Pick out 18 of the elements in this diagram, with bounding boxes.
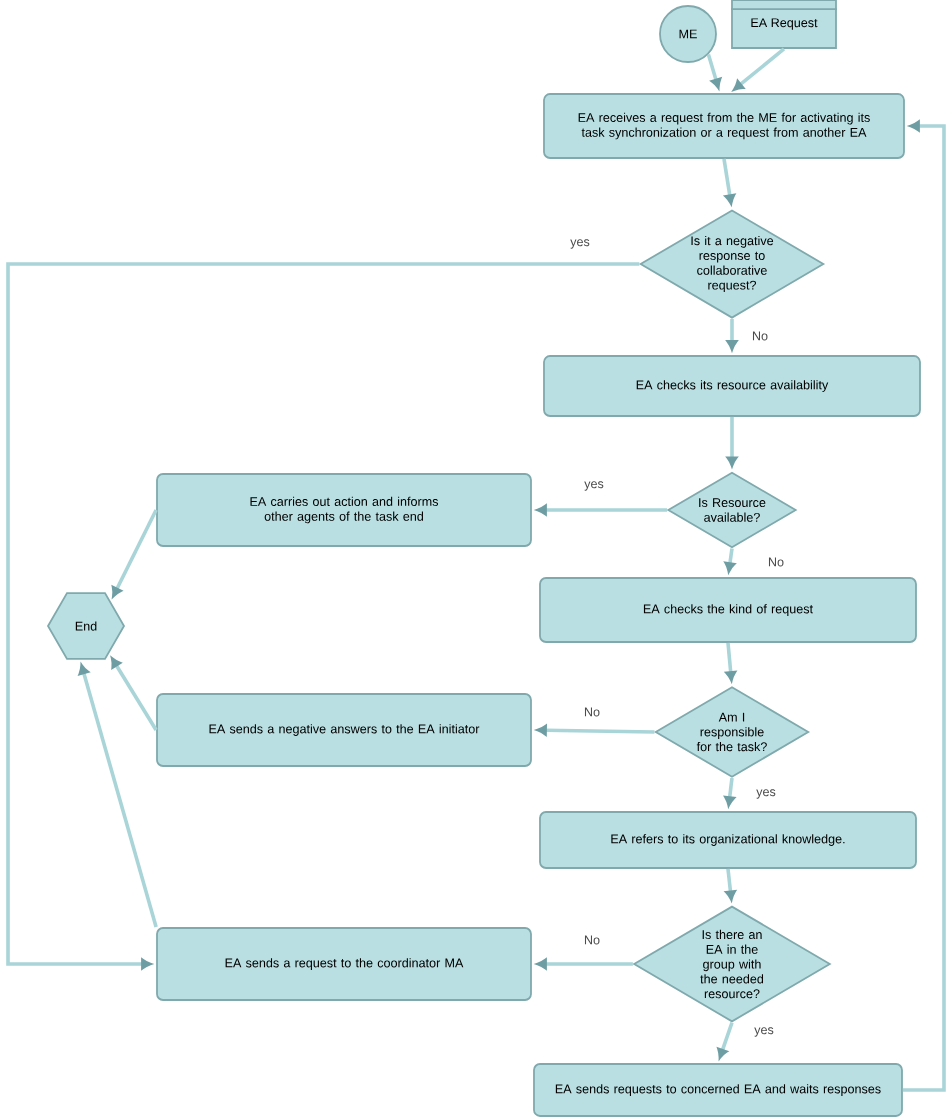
arrow [536,504,668,516]
arrow [726,416,738,467]
arrow [717,1022,734,1059]
arrow [110,657,158,731]
arrow [78,664,158,928]
arrow [733,47,786,91]
arrow [536,958,633,970]
arrow [726,318,738,351]
arrow [722,158,736,205]
arrow [536,724,655,736]
arrow [111,509,158,598]
arrow [725,868,736,901]
arrow [6,262,640,970]
arrow [706,53,722,89]
arrow [725,642,737,682]
arrow [724,548,736,573]
arrow [724,777,736,807]
arrow [902,120,946,1092]
